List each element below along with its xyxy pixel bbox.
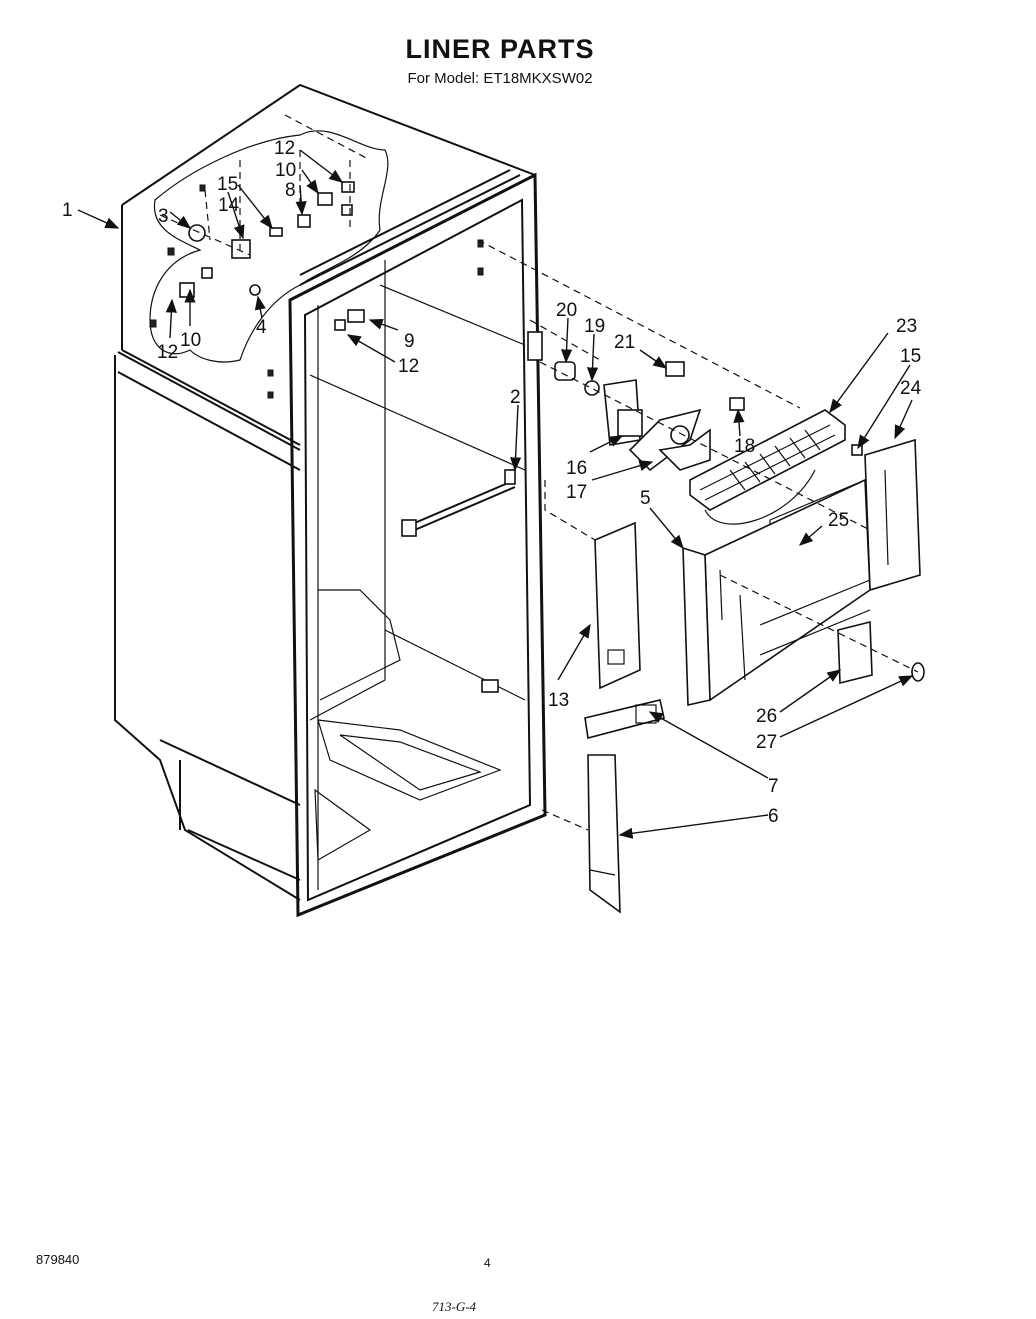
- callout-12-left: 12: [157, 342, 178, 363]
- callout-10-bottom: 10: [180, 330, 201, 351]
- callout-7: 7: [768, 776, 779, 797]
- model-subtitle: For Model: ET18MKXSW02: [407, 70, 593, 87]
- callout-15-right: 15: [900, 346, 921, 367]
- callout-8: 8: [285, 180, 296, 201]
- callout-24: 24: [900, 378, 922, 399]
- document-number: 879840: [36, 1252, 80, 1267]
- callout-arrows: [77, 149, 914, 839]
- page-title: LINER PARTS: [405, 34, 595, 64]
- callout-4: 4: [256, 317, 267, 338]
- callout-13: 13: [548, 690, 569, 711]
- callout-12-right: 12: [398, 356, 419, 377]
- callout-19: 19: [584, 316, 605, 337]
- callout-16: 16: [566, 458, 587, 479]
- callout-18: 18: [734, 436, 755, 457]
- fan-motor-assembly: [554, 361, 745, 472]
- liner-panels: [584, 521, 665, 914]
- callout-1: 1: [62, 200, 73, 221]
- liner-cabinet: [114, 83, 547, 918]
- callout-labels: 1 2 3 4 5 6 7 8 9 10 10 12 12 12 13 14 1…: [62, 138, 922, 827]
- callout-27: 27: [756, 732, 777, 753]
- callout-23: 23: [896, 316, 917, 337]
- callout-6: 6: [768, 806, 779, 827]
- callout-3: 3: [158, 206, 169, 227]
- callout-26: 26: [756, 706, 777, 727]
- callout-10-top: 10: [275, 160, 296, 181]
- callout-17: 17: [566, 482, 587, 503]
- evaporator-cover: [682, 478, 925, 706]
- air-grille: [689, 409, 846, 525]
- callout-25: 25: [828, 510, 849, 531]
- callout-14: 14: [218, 195, 240, 216]
- callout-2: 2: [510, 387, 521, 408]
- callout-5: 5: [640, 488, 651, 509]
- page-number: 4: [484, 1256, 491, 1270]
- callout-21: 21: [614, 332, 635, 353]
- callout-15-top: 15: [217, 174, 238, 195]
- callout-9: 9: [404, 331, 415, 352]
- callout-12-top: 12: [274, 138, 295, 159]
- callout-20: 20: [556, 300, 577, 321]
- handwritten-code: 713-G-4: [432, 1299, 477, 1314]
